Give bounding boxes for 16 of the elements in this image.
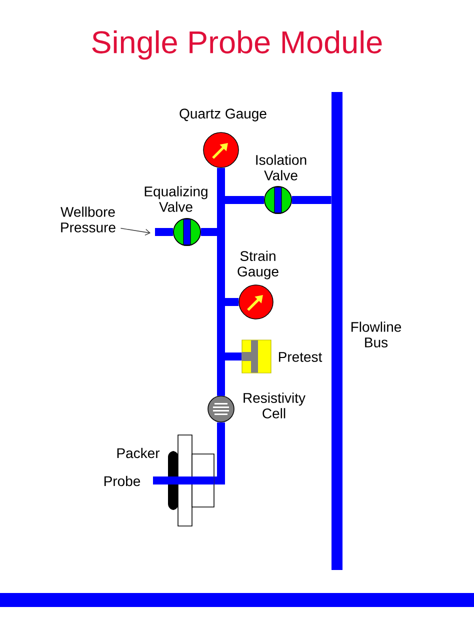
- component-label: Equalizing Valve: [144, 186, 208, 212]
- component-label: Pretest: [278, 352, 322, 362]
- pipe: [214, 422, 225, 484]
- component-label: Isolation Valve: [256, 154, 306, 180]
- pipe: [155, 228, 174, 236]
- component-label: Resistivity Cell: [244, 392, 306, 418]
- component-label: Strain Gauge: [238, 250, 278, 280]
- component-label: Flowline Bus: [351, 322, 402, 348]
- component-label: Probe: [104, 476, 140, 486]
- component-label: Packer: [117, 448, 160, 458]
- component-label: Quartz Gauge: [180, 108, 266, 122]
- pipe: [292, 196, 332, 204]
- leader-arrow: [120, 228, 150, 236]
- pipe: [217, 352, 242, 396]
- callout-label: Wellbore Pressure: [60, 206, 116, 232]
- title: Single Probe Module: [92, 30, 382, 60]
